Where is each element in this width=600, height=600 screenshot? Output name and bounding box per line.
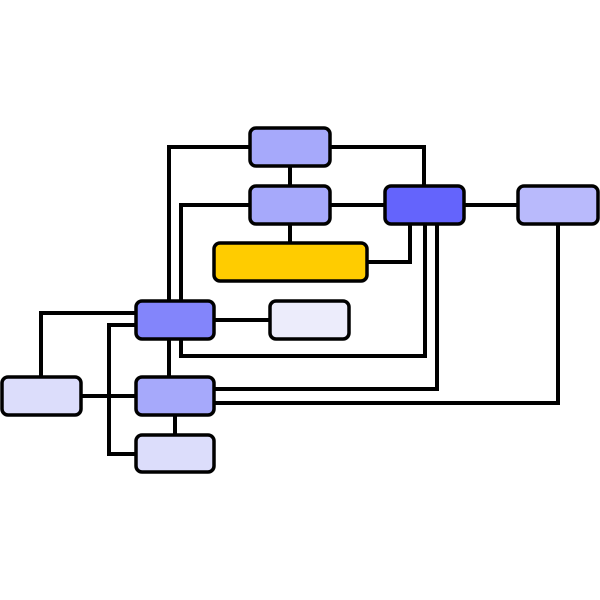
- node-box: [268, 299, 351, 341]
- diagram-node-n8[interactable]: [0, 375, 83, 417]
- node-box: [248, 184, 332, 226]
- connector-n1-n6: [167, 145, 250, 301]
- node-box: [516, 184, 600, 226]
- node-box: [134, 433, 216, 474]
- connector-n3-n5: [367, 224, 412, 264]
- node-layer: [0, 126, 600, 474]
- diagram-node-n2[interactable]: [248, 184, 332, 226]
- node-box: [383, 184, 466, 226]
- diagram-node-n6[interactable]: [134, 299, 216, 341]
- connector-layer: [39, 145, 560, 456]
- connector-n3-n9: [214, 224, 439, 391]
- diagram-node-n1[interactable]: [248, 126, 332, 168]
- node-box: [212, 241, 369, 283]
- connector-n6-n8: [39, 311, 136, 377]
- node-box: [248, 126, 332, 168]
- diagram-node-n9[interactable]: [134, 375, 216, 417]
- node-box: [134, 375, 216, 417]
- node-box: [0, 375, 83, 417]
- connector-n2-n6: [179, 203, 250, 301]
- diagram-node-n3[interactable]: [383, 184, 466, 226]
- connector-n1-n3: [330, 145, 426, 186]
- diagram-node-n10[interactable]: [134, 433, 216, 474]
- connector-n4-n9: [214, 224, 560, 405]
- connector-n6-n10: [107, 323, 136, 456]
- diagram-node-n5[interactable]: [212, 241, 369, 283]
- connector-n3-n6: [179, 224, 427, 358]
- diagram-node-n7[interactable]: [268, 299, 351, 341]
- node-box: [134, 299, 216, 341]
- diagram-node-n4[interactable]: [516, 184, 600, 226]
